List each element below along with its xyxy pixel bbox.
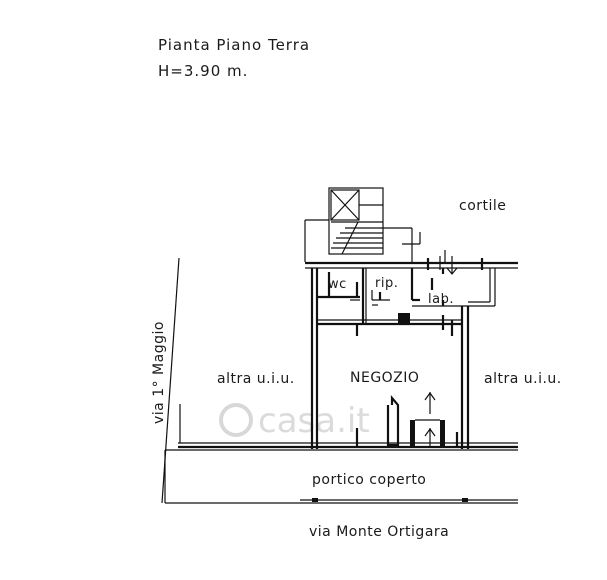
watermark: casa.it <box>219 401 370 441</box>
shop-walls <box>310 268 496 449</box>
neighbor-label-right: altra u.i.u. <box>484 371 562 387</box>
street-label-front: via Monte Ortigara <box>309 524 449 540</box>
room-label-wc: wc <box>328 277 347 292</box>
shop-entrance <box>355 395 459 447</box>
room-label-storage: rip. <box>375 276 398 291</box>
arcade-label: portico coperto <box>312 472 426 488</box>
neighbor-label-left: altra u.i.u. <box>217 371 295 387</box>
room-label-lab: lab. <box>428 292 454 307</box>
watermark-text: casa.it <box>258 401 370 441</box>
door-arrows <box>424 256 458 446</box>
room-label-shop: NEGOZIO <box>350 370 419 386</box>
interior-partitions <box>317 268 462 336</box>
stair-block <box>304 187 384 262</box>
arcade <box>164 404 518 504</box>
plan-height: H=3.90 m. <box>158 62 248 80</box>
side-street-line <box>161 257 180 504</box>
watermark-logo-icon <box>219 403 253 437</box>
stair-side-room <box>383 227 446 264</box>
street-label-side: via 1° Maggio <box>151 321 167 424</box>
plan-title: Pianta Piano Terra <box>158 36 310 54</box>
room-label-courtyard: cortile <box>459 198 506 214</box>
